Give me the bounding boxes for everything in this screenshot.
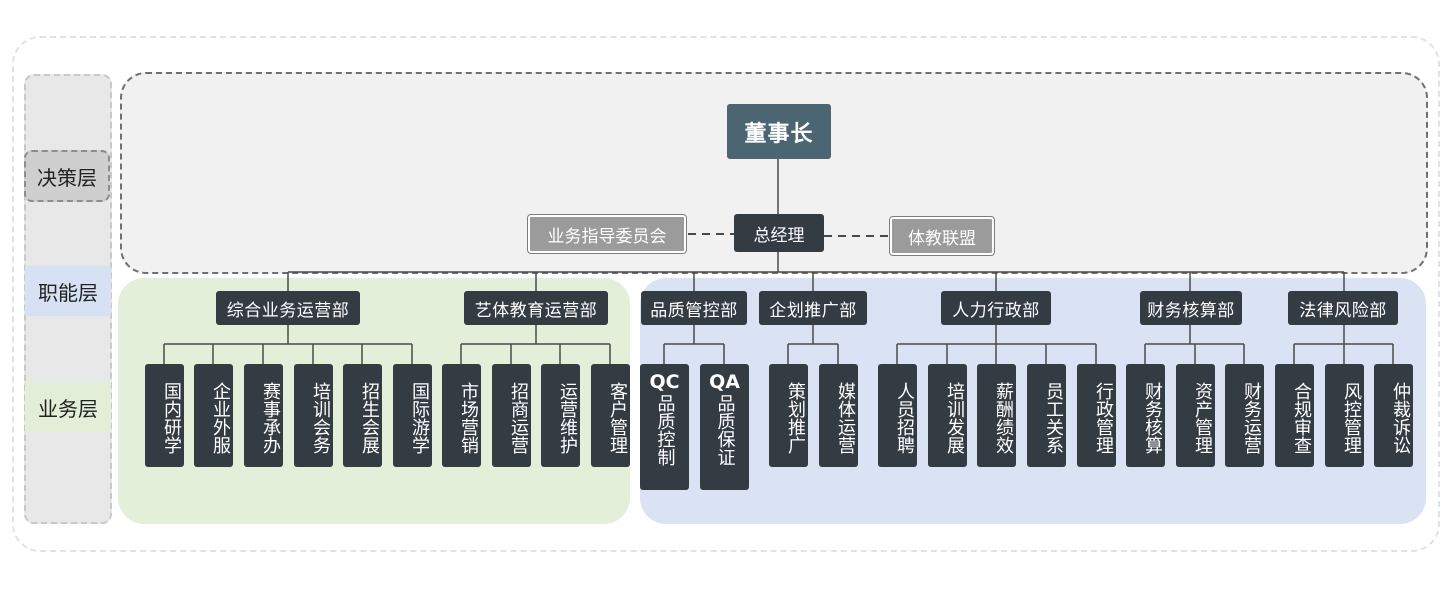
committee-box: 业务指导委员会: [527, 214, 687, 254]
alliance-box: 体教联盟: [889, 216, 995, 256]
general-manager-box: 总经理: [734, 214, 824, 252]
layer-label-decision: 决策层: [24, 150, 110, 202]
unit-box-qa: QA 品质保证: [700, 364, 749, 490]
unit-box: 行政管理: [1077, 364, 1116, 467]
unit-text: 品质保证: [714, 394, 736, 466]
unit-box: 员工关系: [1027, 364, 1066, 467]
unit-box: 客户管理: [591, 364, 630, 467]
unit-box: 培训发展: [928, 364, 967, 467]
unit-box: 合规审查: [1275, 364, 1314, 467]
dept-quality-control: 品质管控部: [641, 291, 747, 325]
layer-label-function: 职能层: [25, 266, 111, 316]
dept-legal-risk: 法律风险部: [1288, 291, 1398, 325]
unit-code: QA: [709, 371, 740, 393]
unit-box: 薪酬绩效: [977, 364, 1016, 467]
unit-code: QC: [649, 371, 680, 393]
unit-box: 招生会展: [343, 364, 382, 467]
unit-box: 招商运营: [492, 364, 531, 467]
dept-planning-promotion: 企划推广部: [759, 291, 867, 325]
unit-box: 财务核算: [1126, 364, 1165, 467]
unit-box: 风控管理: [1325, 364, 1364, 467]
unit-box-qc: QC 品质控制: [640, 364, 689, 490]
unit-box: 市场营销: [442, 364, 481, 467]
unit-box: 财务运营: [1225, 364, 1264, 467]
dept-arts-sports-ops: 艺体教育运营部: [464, 291, 608, 325]
unit-box: 运营维护: [541, 364, 580, 467]
unit-box: 企业外服: [194, 364, 233, 467]
unit-box: 媒体运营: [819, 364, 858, 467]
chairman-box: 董事长: [727, 104, 831, 159]
unit-box: 资产管理: [1176, 364, 1215, 467]
unit-box: 国内研学: [145, 364, 184, 467]
unit-box: 国际游学: [393, 364, 432, 467]
dept-hr-admin: 人力行政部: [941, 291, 1051, 325]
unit-box: 人员招聘: [878, 364, 917, 467]
unit-box: 赛事承办: [244, 364, 283, 467]
unit-box: 策划推广: [769, 364, 808, 467]
unit-text: 品质控制: [654, 394, 676, 466]
outer-frame: [12, 36, 1440, 552]
layer-label-business: 业务层: [25, 382, 111, 432]
dept-finance: 财务核算部: [1140, 291, 1242, 325]
dept-general-ops: 综合业务运营部: [216, 291, 360, 325]
unit-box: 仲裁诉讼: [1374, 364, 1413, 467]
unit-box: 培训会务: [294, 364, 333, 467]
